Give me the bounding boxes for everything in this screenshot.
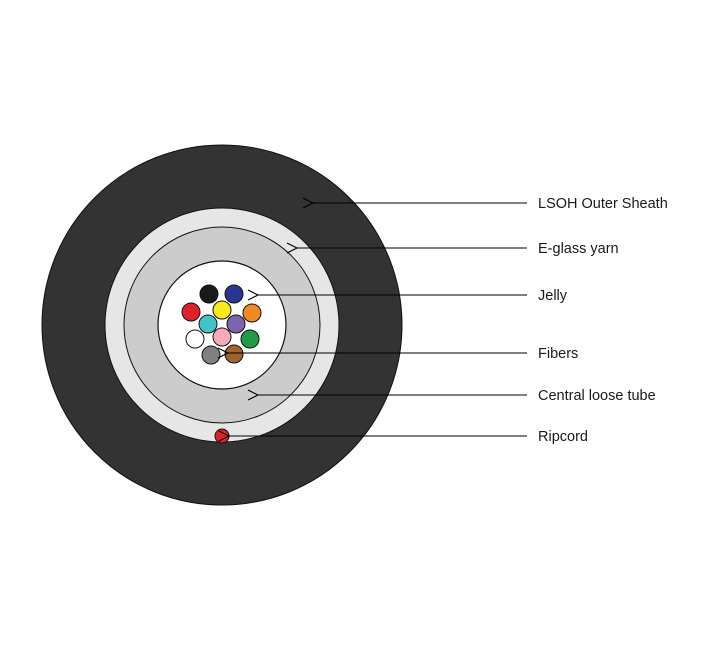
fiber-aqua	[198, 314, 218, 334]
jelly-layer	[157, 260, 287, 390]
label-e-glass-yarn: E-glass yarn	[538, 241, 619, 257]
fiber-brown	[224, 344, 244, 364]
label-ripcord: Ripcord	[538, 429, 588, 445]
fiber-blue	[224, 284, 244, 304]
fiber-slate	[201, 345, 221, 365]
ripcord-marker	[214, 428, 230, 444]
fiber-violet	[226, 314, 246, 334]
label-fibers: Fibers	[538, 346, 578, 362]
label-lsoh-outer-sheath: LSOH Outer Sheath	[538, 196, 668, 212]
labels: LSOH Outer Sheath E-glass yarn Jelly Fib…	[538, 196, 668, 445]
label-jelly: Jelly	[538, 288, 568, 304]
fiber-green	[240, 329, 260, 349]
fiber-yellow	[212, 300, 232, 320]
leader-lines	[228, 203, 527, 436]
label-central-loose-tube: Central loose tube	[538, 388, 656, 404]
fiber-red	[181, 302, 201, 322]
fiber-black	[199, 284, 219, 304]
fiber-bundle	[181, 284, 262, 365]
fiber-rose	[212, 327, 232, 347]
fiber-white	[185, 329, 205, 349]
fiber-orange	[242, 303, 262, 323]
